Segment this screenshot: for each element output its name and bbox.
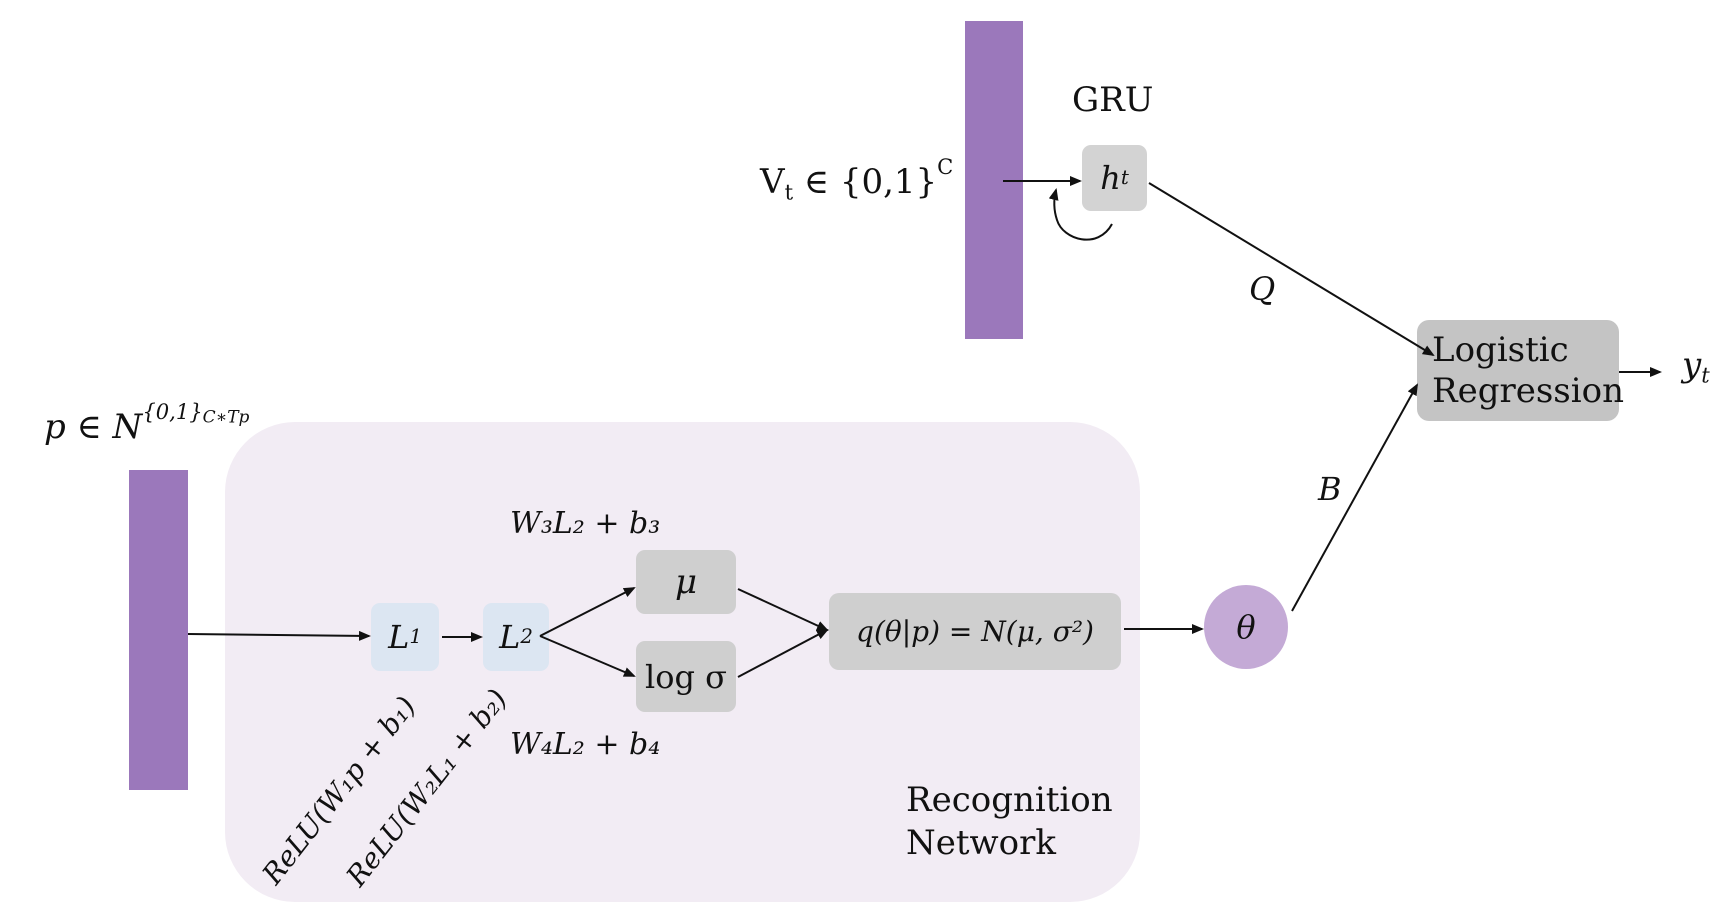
hidden-state-box [1082,145,1147,211]
gru-recurrent-arrow [1048,188,1113,241]
arrow-sigma-to-posterior [737,629,829,678]
log-sigma-box [636,641,736,712]
edge-q-label: Q [1249,273,1275,305]
arrow-l2-to-mu [539,587,636,637]
log-sigma-text: log σ [645,657,727,696]
edge-b-text: B [1318,470,1342,508]
input-p-label: p ∈ N{0,1}C∗Tp [44,401,250,447]
gru-input-subscript: t [784,179,794,205]
gru-title-text: GRU [1072,80,1154,120]
mu-formula: W₃L₂ + b₃ [510,506,661,541]
arrow-h-to-logistic [1148,182,1435,357]
gru-input-superscript: C [937,154,954,180]
output-label: yt [1682,345,1710,385]
logistic-line1: Logistic [1432,330,1569,370]
posterior-text: q(θ|p) = N(μ, σ²) [856,614,1094,648]
layer1-box [371,603,439,671]
recognition-title-line1: Recognition [906,780,1113,820]
gru-title: GRU [1072,83,1153,117]
logistic-regression-box [1417,320,1619,421]
theta-symbol: θ [1236,608,1256,646]
arrow-p-to-l1 [187,630,371,641]
gru-input-set: ∈ {0,1} [793,162,938,202]
edge-q-text: Q [1249,270,1276,308]
mu-symbol: μ [674,562,698,602]
posterior-box [829,593,1121,670]
posterior-label: q(θ|p) = N(μ, σ²) [829,593,1121,670]
layer2-symbol: L [499,618,521,656]
recognition-network-title: Recognition Network [906,779,1113,864]
arrow-theta-to-logistic [1291,383,1418,612]
output-symbol: y [1682,345,1702,385]
arrow-mu-to-posterior [737,588,829,631]
logistic-regression-label: Logistic Regression [1432,330,1624,412]
layer2-box [483,603,549,671]
hidden-state-symbol: h [1100,159,1121,197]
arrow-l2-to-sigma [539,635,636,677]
logistic-line2: Regression [1432,370,1624,411]
edge-b-label: B [1318,473,1342,505]
theta-circle [1204,585,1288,669]
input-p-text: p ∈ N [44,407,143,447]
output-subscript: t [1701,362,1710,388]
theta-label: θ [1204,585,1288,669]
p-input-bar [129,470,188,790]
gru-input-symbol: V [760,162,785,202]
mu-label: μ [636,550,736,614]
recognition-title-line2: Network [906,822,1056,863]
layer1-symbol: L [388,618,410,656]
mu-box [636,550,736,614]
sigma-formula: W₄L₂ + b₄ [510,727,661,762]
input-p-superscript: {0,1} [142,399,203,425]
gru-input-label: Vt ∈ {0,1}C [760,156,953,202]
input-p-superscript2: C∗Tp [202,407,250,428]
log-sigma-label: log σ [636,641,736,712]
